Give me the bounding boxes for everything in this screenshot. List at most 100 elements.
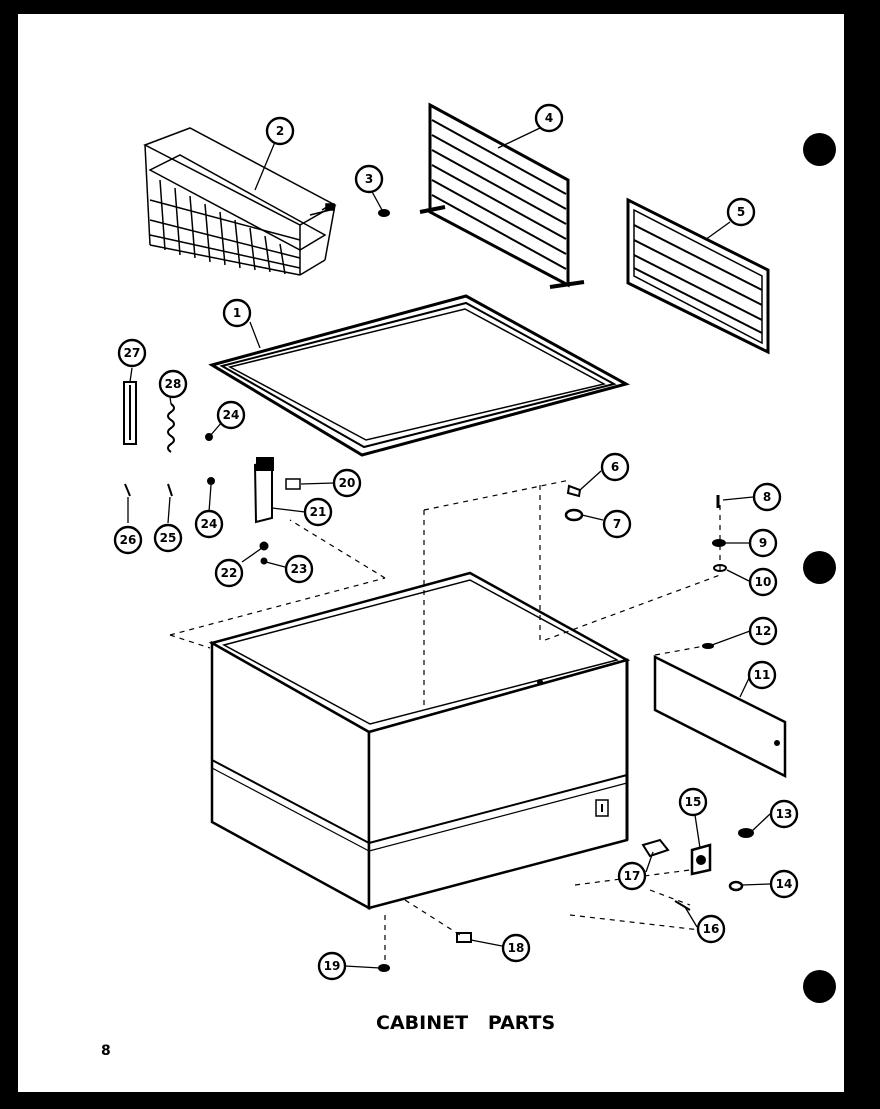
divider-small [626,197,770,355]
callout-circle [153,523,183,553]
callout-number: 7 [613,517,621,531]
callout-number: 25 [160,531,177,545]
callout-foot-19: 19 [317,951,347,981]
callout-circle [747,660,777,690]
divider-large [419,102,585,289]
assembly-lines [169,479,721,965]
callout-number: 9 [759,536,767,550]
callout-spring-25: 25 [153,523,183,553]
callout-number: 18 [508,941,525,955]
callout-circle [600,452,630,482]
callout-number: 5 [737,205,745,219]
callout-number: 22 [221,566,238,580]
cabinet-body [208,571,631,911]
callout-circle [752,482,782,512]
callout-bracket-17: 17 [617,861,647,891]
callout-screw-12: 12 [748,616,778,646]
callout-circle [501,933,531,963]
lid-gasket [208,294,630,457]
callout-number: 16 [703,922,720,936]
callout-spring-28: 28 [158,369,188,399]
foot-19 [378,964,390,972]
callout-number: 19 [324,959,341,973]
callout-circle [354,164,384,194]
control-parts [641,828,754,911]
frame-left [0,0,18,1109]
callout-circle [332,468,362,498]
callout-circle [214,558,244,588]
callout-circle [726,197,756,227]
frame-right [844,0,880,1109]
callout-circle [317,951,347,981]
bracket-18 [456,932,472,943]
callout-number: 23 [291,562,308,576]
binder-hole-middle [803,551,836,584]
clip-7 [564,508,584,522]
callout-number: 27 [124,346,141,360]
callout-circle [748,616,778,646]
callout-screw-24a: 24 [216,400,246,430]
callout-number: 11 [754,668,771,682]
wire-basket [143,127,337,276]
callout-circle [617,861,647,891]
callout-screw-small: 3 [354,164,384,194]
callout-panel-11: 11 [747,660,777,690]
callout-hinge-21: 21 [303,497,333,527]
callout-screw-8: 8 [752,482,782,512]
callout-screw-16: 16 [696,914,726,944]
callout-number: 20 [339,476,356,490]
callout-hinge-plate-27: 27 [117,338,147,368]
callout-nut-14: 14 [769,869,799,899]
callout-number: 15 [685,795,702,809]
callout-divider-small: 5 [726,197,756,227]
callout-number: 24 [223,408,240,422]
callout-number: 21 [310,505,327,519]
callout-number: 4 [545,111,553,125]
callout-screw-24b: 24 [194,509,224,539]
frame-top [0,0,880,14]
callout-circle [194,509,224,539]
callout-divider-large: 4 [534,103,564,133]
callout-circle [117,338,147,368]
binder-hole-top [803,133,836,166]
callout-screw-23: 23 [284,554,314,584]
callout-circle [678,787,708,817]
callout-number: 8 [763,490,771,504]
callout-circle [769,869,799,899]
diagram-title: CABINET PARTS [376,1012,556,1034]
callout-circle [222,298,252,328]
binder-hole-bottom [803,970,836,1003]
callout-rivet-26: 26 [113,525,143,555]
right-fasteners [712,495,727,572]
callout-number: 24 [201,517,218,531]
callout-number: 3 [365,172,373,186]
callout-washer-9: 9 [748,528,778,558]
hinge-assembly [123,381,301,565]
callout-number: 10 [755,575,772,589]
callout-circle [534,103,564,133]
callout-clip-b: 7 [602,509,632,539]
callout-circle [696,914,726,944]
callout-number: 1 [233,306,241,320]
callout-circle [769,799,799,829]
callout-number: 2 [276,124,284,138]
callout-circle [113,525,143,555]
callout-circle [158,369,188,399]
callout-number: 28 [165,377,182,391]
callout-circle [602,509,632,539]
callout-basket: 2 [265,116,295,146]
callout-number: 17 [624,869,641,883]
callout-clip-a: 6 [600,452,630,482]
callout-washer-22: 22 [214,558,244,588]
callout-hinge-cover-20: 20 [332,468,362,498]
callout-number: 6 [611,460,619,474]
callout-circle [216,400,246,430]
callout-circle [284,554,314,584]
callout-knob-13: 13 [769,799,799,829]
callout-circle [303,497,333,527]
callout-circle [265,116,295,146]
callout-number: 12 [755,624,772,638]
callout-gasket: 1 [222,298,252,328]
